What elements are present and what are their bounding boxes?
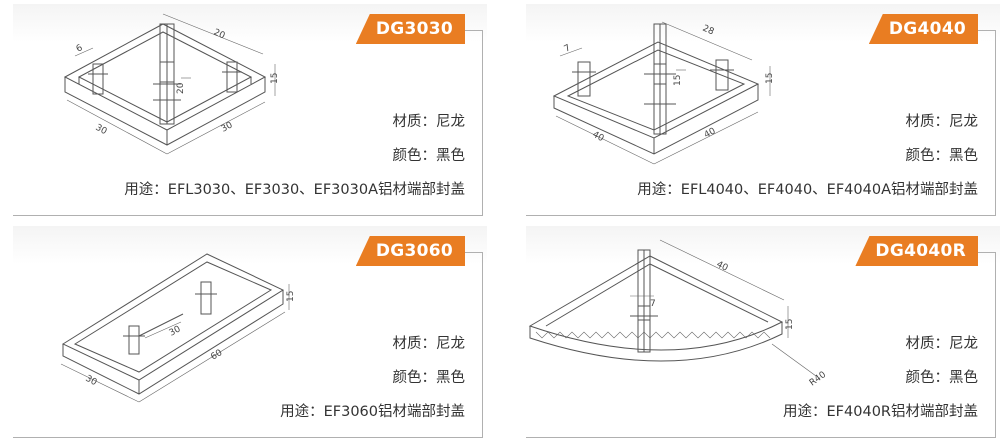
usage-line: 用途：EFL4040、EF4040、EF4040A铝材端部封盖 (637, 182, 978, 198)
model-tag: DG3030 (355, 14, 465, 44)
drawing-dg3060: 15 30 60 30 (60, 253, 296, 403)
material-line: 材质：尼龙 (392, 114, 466, 130)
material-line: 材质：尼龙 (392, 336, 466, 352)
model-tag: DG3060 (355, 236, 465, 266)
model-tag: DG4040R (855, 236, 978, 266)
material-line: 材质：尼龙 (905, 336, 979, 352)
drawing-dg4040: 28 7 15 15 40 40 (552, 21, 775, 165)
dim-label: 40 (715, 260, 730, 274)
color-line: 颜色：黑色 (905, 370, 979, 386)
dim-label: 15 (785, 319, 795, 330)
dim-label: 15 (673, 75, 683, 86)
dim-label: 15 (765, 73, 775, 84)
product-card-dg4040r: 40 7 15 R40 DG4040R 材质：尼龙 颜色：黑色 用途：EF404… (526, 226, 1000, 438)
dim-label: 40 (703, 126, 718, 140)
product-card-dg3060: 15 30 60 30 DG3060 材质：尼龙 颜色：黑色 用途：EF3060… (13, 226, 487, 438)
dim-label: 15 (286, 291, 296, 302)
usage-line: 用途：EF4040R铝材端部封盖 (783, 404, 978, 420)
frame-outline (63, 13, 276, 155)
dim-label: 30 (84, 374, 99, 388)
dim-label: 20 (176, 82, 186, 94)
product-card-dg4040: 28 7 15 15 40 40 DG4040 材质：尼龙 颜色：黑色 用途：E… (526, 4, 1000, 216)
model-tag: DG4040 (868, 14, 978, 44)
drawing-dg3030: 20 6 15 20 30 30 (63, 13, 280, 155)
dim-label: 7 (563, 43, 573, 55)
usage-line: 用途：EFL3030、EF3030、EF3030A铝材端部封盖 (124, 182, 465, 198)
frame-outline (528, 239, 817, 377)
frame-outline (552, 21, 771, 165)
dim-label: 15 (270, 73, 280, 84)
dim-label: 20 (212, 28, 227, 42)
dim-label: 6 (75, 43, 85, 55)
dim-label: 60 (209, 348, 224, 363)
dim-label: 30 (168, 324, 183, 338)
dim-label: 30 (220, 120, 235, 134)
dim-label: 30 (94, 123, 109, 137)
dim-label: 7 (650, 299, 656, 309)
dim-label: 28 (701, 24, 716, 38)
usage-line: 用途：EF3060铝材端部封盖 (280, 404, 465, 420)
color-line: 颜色：黑色 (905, 148, 979, 164)
dim-label: 40 (591, 130, 606, 144)
drawing-dg4040r: 40 7 15 R40 (528, 239, 828, 388)
material-line: 材质：尼龙 (905, 114, 979, 130)
product-card-dg3030: 20 6 15 20 30 30 DG3030 材质：尼龙 颜色：黑色 用途：E… (13, 4, 487, 216)
color-line: 颜色：黑色 (392, 370, 466, 386)
frame-outline (60, 253, 290, 403)
color-line: 颜色：黑色 (392, 148, 466, 164)
